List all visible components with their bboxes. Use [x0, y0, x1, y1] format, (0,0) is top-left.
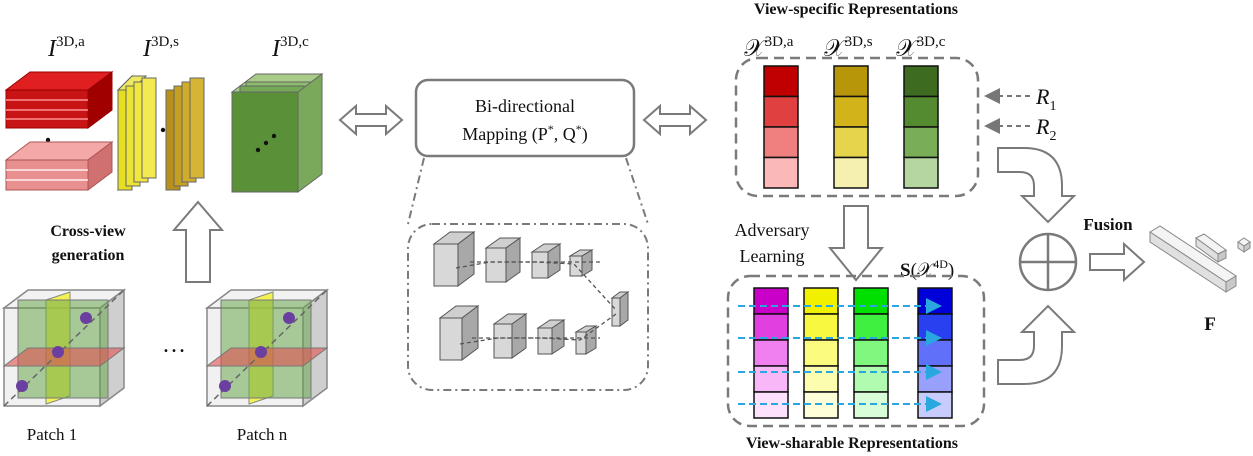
column-x3d-s-cell	[833, 65, 869, 98]
column-x3d-s	[833, 65, 869, 189]
patch-n-label: Patch n	[237, 425, 288, 444]
shared-column-blue-cell	[917, 313, 953, 341]
shared-column-blue-cell	[917, 365, 953, 393]
shared-column-yellow	[803, 287, 839, 419]
zoom-line-left	[407, 157, 425, 225]
encoder-decoder-network-icon	[432, 231, 630, 361]
fusion-arrow-icon	[1089, 241, 1146, 283]
column-x3d-a-cell	[763, 126, 799, 159]
shared-column-green-cell	[853, 313, 889, 341]
label-s-x4d: S(𝒳4D)	[900, 257, 954, 281]
shared-column-magenta-cell	[753, 365, 789, 393]
axial-slab-bottom	[4, 141, 114, 191]
shared-column-blue-cell	[917, 391, 953, 419]
sagittal-plates-right	[165, 77, 205, 191]
label-x3d-a: 𝒳3D,a	[744, 34, 794, 62]
shared-column-yellow-cell	[803, 365, 839, 393]
curved-arrow-bottom-icon	[997, 304, 1077, 385]
shared-column-yellow-cell	[803, 287, 839, 315]
sagittal-plates-left	[116, 74, 157, 192]
cross-view-label-line2: generation	[52, 247, 125, 264]
view-specific-title: View-specific Representations	[754, 1, 958, 18]
up-arrow-icon	[171, 200, 225, 283]
shared-column-blue-cell	[917, 339, 953, 367]
coronal-dots-icon	[255, 133, 277, 153]
sharing-dashed-arrows	[738, 298, 942, 412]
view-sharable-box	[726, 274, 986, 428]
label-i3d-a: I3D,a	[47, 34, 85, 62]
bidirectional-arrow-right-icon	[642, 103, 708, 137]
adversary-label-line2: Learning	[740, 246, 805, 266]
shared-column-magenta-cell	[753, 313, 789, 341]
sagittal-slice-stack	[116, 74, 205, 192]
column-x3d-s-cell	[833, 156, 869, 189]
column-x3d-s-cell	[833, 95, 869, 128]
shared-column-magenta-cell	[753, 339, 789, 367]
column-x3d-c-cell	[903, 156, 939, 189]
view-sharable-columns	[753, 287, 953, 419]
column-x3d-a-cell	[763, 95, 799, 128]
zoom-line-right	[625, 157, 649, 225]
shared-column-yellow-cell	[803, 339, 839, 367]
patch-1-label: Patch 1	[27, 425, 78, 444]
shared-column-yellow-cell	[803, 313, 839, 341]
shared-column-blue-cell	[917, 287, 953, 315]
shared-column-green-cell	[853, 339, 889, 367]
label-i3d-s: I3D,s	[142, 34, 179, 62]
axial-slice-stack	[4, 71, 114, 191]
column-x3d-a	[763, 65, 799, 189]
fusion-operator-icon	[1018, 232, 1078, 292]
view-sharable-title: View-sharable Representations	[746, 435, 958, 452]
column-x3d-c-cell	[903, 126, 939, 159]
label-r2: R2	[1035, 114, 1056, 144]
axial-slab-top	[4, 71, 114, 129]
label-i3d-c: I3D,c	[271, 34, 309, 62]
column-x3d-c-cell	[903, 95, 939, 128]
shared-column-magenta-cell	[753, 287, 789, 315]
down-arrow-icon	[827, 205, 885, 282]
mapping-label-line1: Bi-directional	[475, 96, 575, 116]
network-detail-box	[407, 223, 649, 391]
patch-ellipsis: …	[162, 332, 186, 358]
shared-column-green-cell	[853, 287, 889, 315]
shared-column-blue	[917, 287, 953, 419]
view-specific-box	[734, 56, 980, 198]
shared-column-green-cell	[853, 365, 889, 393]
column-x3d-c	[903, 65, 939, 189]
column-x3d-c-cell	[903, 65, 939, 98]
curved-arrow-top-icon	[997, 147, 1077, 224]
output-f-label: F	[1204, 314, 1216, 335]
bidirectional-arrow-left-icon	[338, 103, 404, 137]
label-r1: R1	[1035, 84, 1056, 114]
shared-column-green	[853, 287, 889, 419]
fusion-label: Fusion	[1083, 215, 1133, 234]
view-specific-columns	[763, 65, 939, 189]
patch-cube-1	[1, 288, 127, 408]
coronal-slice-stack	[230, 73, 324, 193]
patch-cube-n	[204, 288, 330, 408]
mapping-box	[414, 78, 636, 158]
output-feature-bars-icon	[1149, 225, 1251, 293]
column-x3d-a-cell	[763, 156, 799, 189]
column-x3d-s-cell	[833, 126, 869, 159]
cross-view-label-line1: Cross-view	[50, 223, 126, 240]
mapping-label-line2: Mapping (P*, Q*)	[462, 122, 588, 145]
column-x3d-a-cell	[763, 65, 799, 98]
adversary-label-line1: Adversary	[735, 220, 810, 240]
shared-column-magenta	[753, 287, 789, 419]
